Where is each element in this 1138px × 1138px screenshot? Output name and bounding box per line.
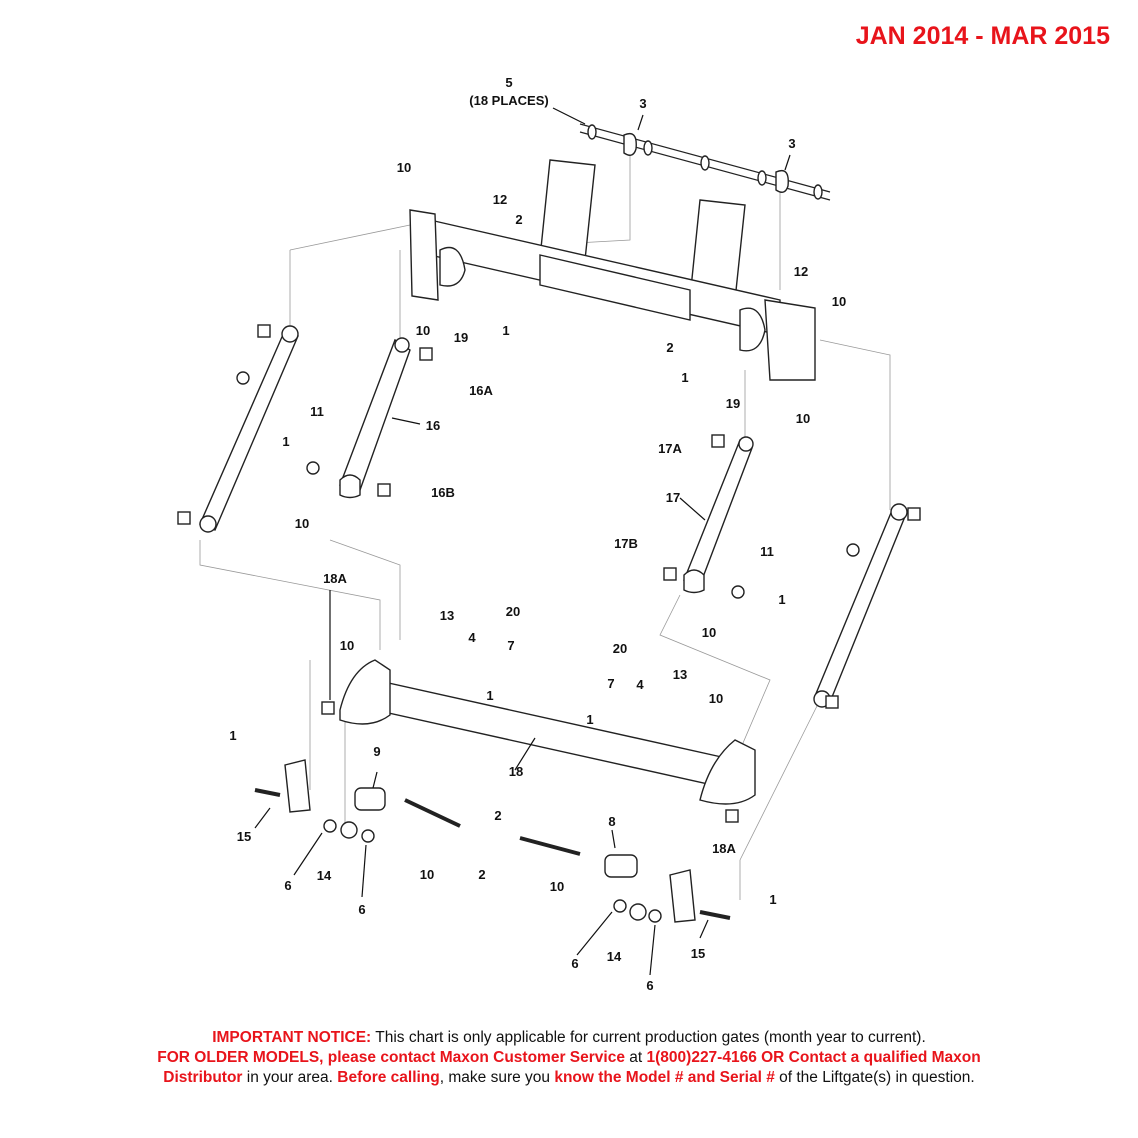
notice-distributor: Distributor xyxy=(163,1069,243,1086)
notice-model-serial: know the Model # and Serial # xyxy=(554,1069,775,1086)
left-link-arm xyxy=(177,324,299,533)
callout-1: 1 xyxy=(502,323,509,338)
callout-10: 10 xyxy=(416,323,430,338)
callout-13: 13 xyxy=(440,608,454,623)
callout-3: 3 xyxy=(639,96,646,111)
callout-5-note: (18 PLACES) xyxy=(469,93,548,108)
callout-2: 2 xyxy=(515,212,522,227)
callout-12: 12 xyxy=(493,192,507,207)
callout-19: 19 xyxy=(454,330,468,345)
callout-10: 10 xyxy=(295,516,309,531)
callout-1: 1 xyxy=(778,592,785,607)
arm-17 xyxy=(663,434,754,599)
callout-10: 10 xyxy=(420,867,434,882)
notice-text: , make sure you xyxy=(439,1069,555,1086)
notice-line-1: IMPORTANT NOTICE: This chart is only app… xyxy=(60,1028,1078,1048)
callout-11: 11 xyxy=(310,404,324,419)
top-rod xyxy=(579,123,831,201)
callout-6: 6 xyxy=(646,978,653,993)
right-link-arm xyxy=(813,503,921,709)
callout-17: 17 xyxy=(666,490,680,505)
bracket-3 xyxy=(623,132,637,156)
clip-5 xyxy=(643,140,653,156)
notice-text: of the Liftgate(s) in question. xyxy=(774,1069,975,1086)
callout-2: 2 xyxy=(478,867,485,882)
notice-lead: IMPORTANT NOTICE: xyxy=(212,1029,372,1046)
notice-text: This chart is only applicable for curren… xyxy=(371,1029,926,1046)
callout-5: 5 xyxy=(505,75,512,90)
leader-lines xyxy=(254,107,791,976)
callout-2: 2 xyxy=(666,340,673,355)
callout-11: 11 xyxy=(760,544,774,559)
date-range-title: JAN 2014 - MAR 2015 xyxy=(855,22,1110,50)
callout-10: 10 xyxy=(832,294,846,309)
callout-1: 1 xyxy=(586,712,593,727)
notice-line-2: FOR OLDER MODELS, please contact Maxon C… xyxy=(60,1048,1078,1068)
callout-17a: 17A xyxy=(658,441,682,456)
callout-10: 10 xyxy=(796,411,810,426)
callout-15: 15 xyxy=(237,829,251,844)
callout-4: 4 xyxy=(636,677,644,692)
clip-5 xyxy=(587,124,597,140)
callout-1: 1 xyxy=(486,688,493,703)
callout-3: 3 xyxy=(788,136,795,151)
callout-10: 10 xyxy=(702,625,716,640)
alignment-lines xyxy=(199,140,891,900)
lower-assembly xyxy=(254,759,731,923)
torsion-tube-18 xyxy=(321,659,756,823)
callout-18: 18 xyxy=(509,764,523,779)
callout-16b: 16B xyxy=(431,485,455,500)
callout-2: 2 xyxy=(494,808,501,823)
callout-17b: 17B xyxy=(614,536,638,551)
callout-14: 14 xyxy=(317,868,332,883)
callout-13: 13 xyxy=(673,667,687,682)
clip-5 xyxy=(757,170,767,186)
callout-6: 6 xyxy=(571,956,578,971)
callout-10: 10 xyxy=(340,638,354,653)
upper-frame xyxy=(409,159,816,381)
notice-line-3: Distributor in your area. Before calling… xyxy=(60,1068,1078,1088)
callout-6: 6 xyxy=(358,902,365,917)
callout-18a: 18A xyxy=(712,841,736,856)
callout-12: 12 xyxy=(794,264,808,279)
callout-4: 4 xyxy=(468,630,476,645)
arm-16 xyxy=(306,337,433,499)
important-notice: IMPORTANT NOTICE: This chart is only app… xyxy=(60,1028,1078,1088)
notice-text: at xyxy=(624,1049,647,1066)
callout-1: 1 xyxy=(681,370,688,385)
notice-text: in your area. xyxy=(242,1069,338,1086)
callout-16a: 16A xyxy=(469,383,493,398)
callout-1: 1 xyxy=(769,892,776,907)
notice-before-calling: Before calling xyxy=(337,1069,440,1086)
callout-14: 14 xyxy=(607,949,622,964)
callout-10: 10 xyxy=(397,160,411,175)
clip-5 xyxy=(700,155,710,171)
callout-10: 10 xyxy=(550,879,564,894)
callout-10: 10 xyxy=(709,691,723,706)
callout-8: 8 xyxy=(608,814,615,829)
notice-phone: 1(800)227-4166 OR Contact a qualified Ma… xyxy=(646,1049,981,1066)
callout-20: 20 xyxy=(613,641,627,656)
callout-15: 15 xyxy=(691,946,705,961)
callout-1: 1 xyxy=(229,728,236,743)
callout-7: 7 xyxy=(607,676,614,691)
callout-20: 20 xyxy=(506,604,520,619)
callout-16: 16 xyxy=(426,418,440,433)
callout-1: 1 xyxy=(282,434,289,449)
callout-labels: 5 (18 PLACES) 3 3 10 12 2 12 10 10 19 1 … xyxy=(229,75,846,993)
notice-older-models: FOR OLDER MODELS, please contact Maxon C… xyxy=(157,1049,625,1066)
callout-6: 6 xyxy=(284,878,291,893)
callout-9: 9 xyxy=(373,744,380,759)
callout-18a: 18A xyxy=(323,571,347,586)
clip-5 xyxy=(813,184,823,200)
callout-7: 7 xyxy=(507,638,514,653)
bracket-3 xyxy=(775,169,789,193)
callout-19: 19 xyxy=(726,396,740,411)
